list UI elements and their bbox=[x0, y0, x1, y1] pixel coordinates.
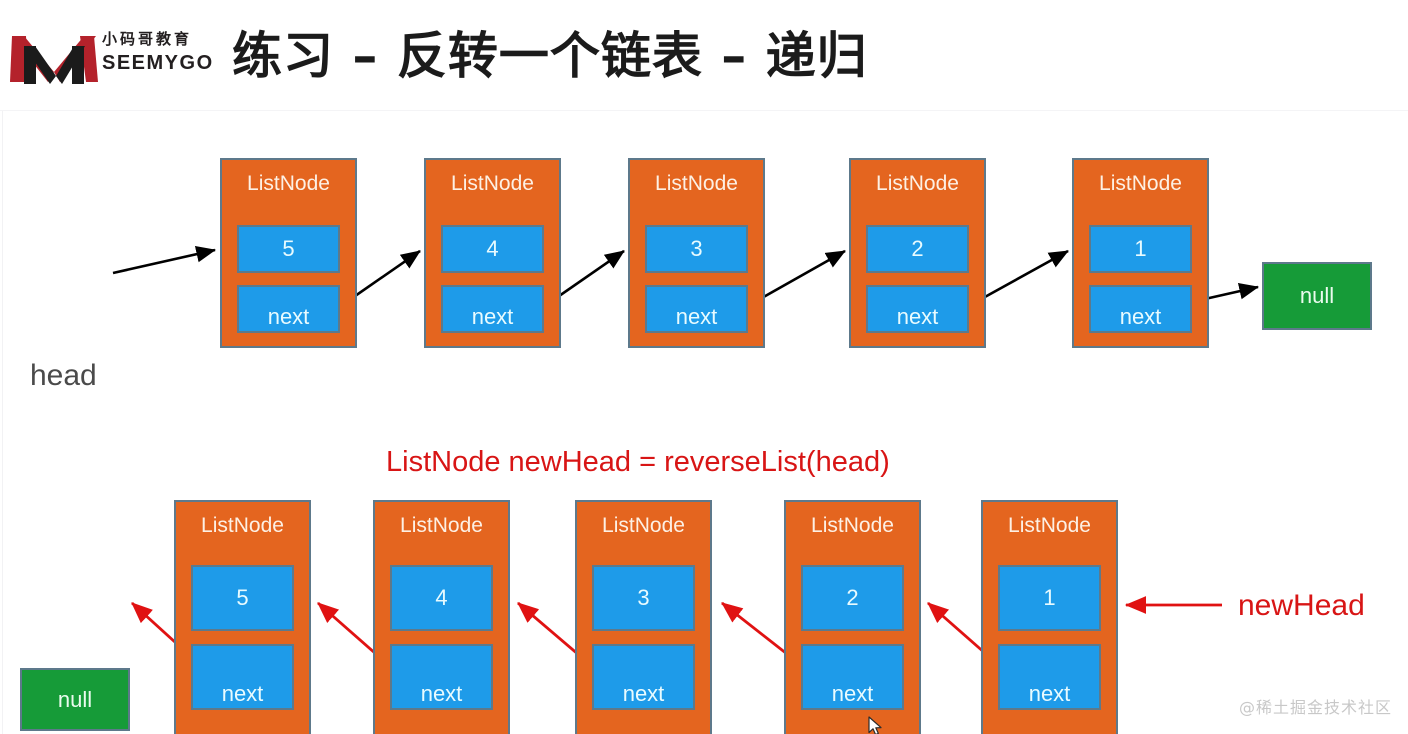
node-next-label: next bbox=[1119, 304, 1162, 329]
null-terminator-top: null bbox=[1262, 262, 1372, 330]
list-node-top-0[interactable]: ListNode 5 next bbox=[220, 158, 357, 348]
list-node-bottom-2[interactable]: ListNode 3 next bbox=[575, 500, 712, 734]
node-value: 4 bbox=[486, 236, 499, 261]
node-value-slot: 4 bbox=[441, 225, 544, 273]
arrow-head-to-node5 bbox=[112, 246, 217, 275]
node-type-label: ListNode bbox=[247, 172, 330, 195]
node-value: 1 bbox=[1134, 236, 1147, 261]
arrow-node2-to-node1 bbox=[973, 249, 1069, 305]
list-node-bottom-0[interactable]: ListNode 5 next bbox=[174, 500, 311, 734]
header-divider bbox=[0, 110, 1408, 111]
node-next-label: next bbox=[831, 681, 874, 706]
node-value-slot: 2 bbox=[801, 565, 904, 631]
node-value: 4 bbox=[435, 585, 448, 610]
node-value: 3 bbox=[690, 236, 703, 261]
node-value-slot: 3 bbox=[592, 565, 695, 631]
node-next-slot: next bbox=[1089, 285, 1192, 333]
node-next-label: next bbox=[420, 681, 463, 706]
node-type-label: ListNode bbox=[602, 514, 685, 537]
node-value-slot: 4 bbox=[390, 565, 493, 631]
node-value-slot: 2 bbox=[866, 225, 969, 273]
left-edge-rule bbox=[2, 0, 3, 734]
node-value: 2 bbox=[911, 236, 924, 261]
head-pointer-label: head bbox=[30, 359, 97, 392]
node-type-label: ListNode bbox=[811, 514, 894, 537]
node-type-label: ListNode bbox=[655, 172, 738, 195]
brand-name-cn: 小码哥教育 bbox=[102, 30, 193, 48]
diagram-canvas: head ListNode 5 next ListNode 4 next Lis… bbox=[0, 111, 1408, 734]
node-value-slot: 3 bbox=[645, 225, 748, 273]
node-value-slot: 1 bbox=[1089, 225, 1192, 273]
node-next-slot: next bbox=[592, 644, 695, 710]
list-node-top-1[interactable]: ListNode 4 next bbox=[424, 158, 561, 348]
newhead-pointer-label: newHead bbox=[1238, 589, 1365, 622]
node-next-slot: next bbox=[441, 285, 544, 333]
node-next-label: next bbox=[471, 304, 514, 329]
node-next-slot: next bbox=[191, 644, 294, 710]
node-type-label: ListNode bbox=[1099, 172, 1182, 195]
node-type-label: ListNode bbox=[201, 514, 284, 537]
brand-name-en: SEEMYGO bbox=[102, 52, 214, 74]
node-next-label: next bbox=[267, 304, 310, 329]
node-value-slot: 5 bbox=[237, 225, 340, 273]
node-next-slot: next bbox=[237, 285, 340, 333]
null-terminator-bottom: null bbox=[20, 668, 130, 731]
node-next-slot: next bbox=[645, 285, 748, 333]
node-value: 5 bbox=[236, 585, 249, 610]
node-next-label: next bbox=[675, 304, 718, 329]
slide-header: 小码哥教育 SEEMYGO 练习 – 反转一个链表 – 递归 bbox=[0, 0, 1408, 110]
brand-logo-text: 小码哥教育 SEEMYGO bbox=[102, 28, 218, 84]
list-node-top-3[interactable]: ListNode 2 next bbox=[849, 158, 986, 348]
null-label: null bbox=[57, 686, 93, 712]
node-type-label: ListNode bbox=[1008, 514, 1091, 537]
node-next-label: next bbox=[622, 681, 665, 706]
code-statement: ListNode newHead = reverseList(head) bbox=[386, 446, 890, 478]
list-node-top-2[interactable]: ListNode 3 next bbox=[628, 158, 765, 348]
node-next-label: next bbox=[896, 304, 939, 329]
list-node-top-4[interactable]: ListNode 1 next bbox=[1072, 158, 1209, 348]
node-value-slot: 5 bbox=[191, 565, 294, 631]
arrow-node3-to-node2 bbox=[752, 249, 846, 305]
seemygo-m-logo-icon bbox=[8, 24, 100, 86]
node-next-label: next bbox=[1028, 681, 1071, 706]
node-next-slot: next bbox=[998, 644, 1101, 710]
node-type-label: ListNode bbox=[400, 514, 483, 537]
list-node-bottom-4[interactable]: ListNode 1 next bbox=[981, 500, 1118, 734]
node-next-label: next bbox=[221, 681, 264, 706]
node-type-label: ListNode bbox=[876, 172, 959, 195]
brand-logo: 小码哥教育 SEEMYGO bbox=[8, 24, 216, 86]
list-node-bottom-3[interactable]: ListNode 2 next bbox=[784, 500, 921, 734]
node-next-slot: next bbox=[801, 644, 904, 710]
node-value: 3 bbox=[637, 585, 650, 610]
watermark: @稀土掘金技术社区 bbox=[1238, 698, 1392, 717]
page-title: 练习 – 反转一个链表 – 递归 bbox=[232, 27, 868, 85]
node-value-slot: 1 bbox=[998, 565, 1101, 631]
node-value: 5 bbox=[282, 236, 295, 261]
node-next-slot: next bbox=[866, 285, 969, 333]
node-next-slot: next bbox=[390, 644, 493, 710]
node-type-label: ListNode bbox=[451, 172, 534, 195]
node-value: 1 bbox=[1043, 585, 1056, 610]
node-value: 2 bbox=[846, 585, 859, 610]
null-label: null bbox=[1299, 283, 1335, 308]
list-node-bottom-1[interactable]: ListNode 4 next bbox=[373, 500, 510, 734]
